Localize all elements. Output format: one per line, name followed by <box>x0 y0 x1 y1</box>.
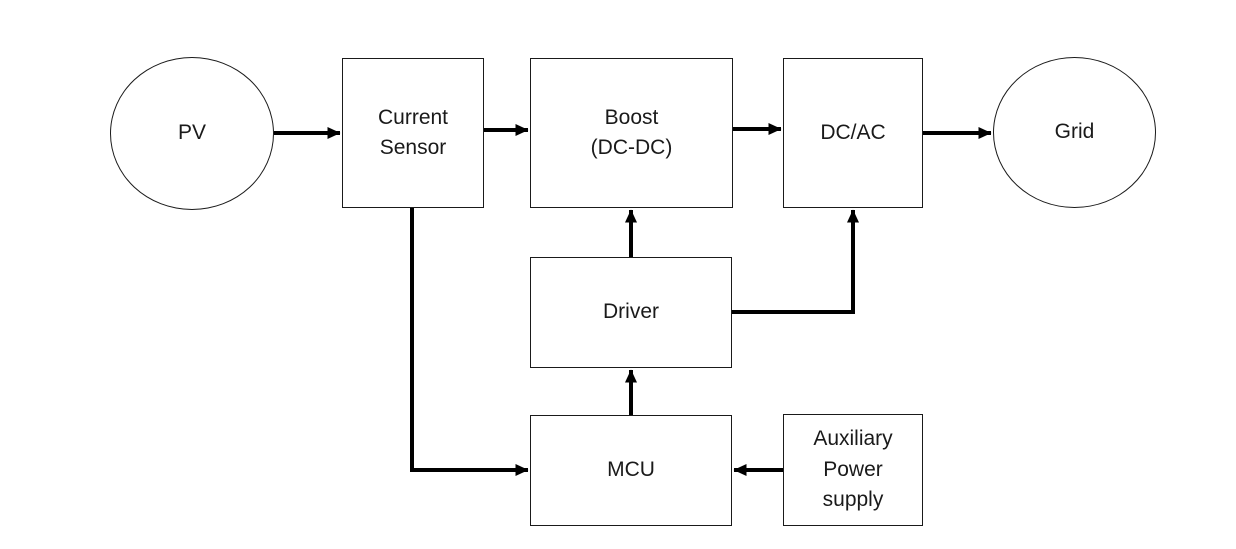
driver-label: Driver <box>603 300 659 324</box>
arrow-driver-to-dcac <box>732 209 859 314</box>
current-sensor-label-line1: Current <box>377 105 449 129</box>
dcac-label: DC/AC <box>820 120 886 144</box>
node-mcu: MCU <box>530 415 732 526</box>
grid-label: Grid <box>1054 120 1095 144</box>
node-current-sensor: Current Sensor <box>342 58 484 208</box>
mcu-label: MCU <box>607 458 655 482</box>
node-dcac: DC/AC <box>783 58 923 208</box>
aux-power-label-line2: Power <box>823 457 883 481</box>
node-boost: Boost (DC-DC) <box>530 58 733 208</box>
node-grid: Grid <box>993 57 1156 208</box>
node-aux-power-supply: Auxiliary Power supply <box>783 414 923 526</box>
aux-power-label-line3: supply <box>822 488 884 512</box>
aux-power-label-line1: Auxiliary <box>813 427 893 451</box>
node-driver: Driver <box>530 257 732 368</box>
current-sensor-label-line2: Sensor <box>379 136 447 159</box>
pv-label: PV <box>177 121 206 145</box>
boost-label-line2: (DC-DC) <box>590 136 673 159</box>
arrow-current-sensor-to-mcu <box>410 208 529 476</box>
node-pv: PV <box>110 57 274 210</box>
boost-label-line1: Boost <box>604 105 659 129</box>
